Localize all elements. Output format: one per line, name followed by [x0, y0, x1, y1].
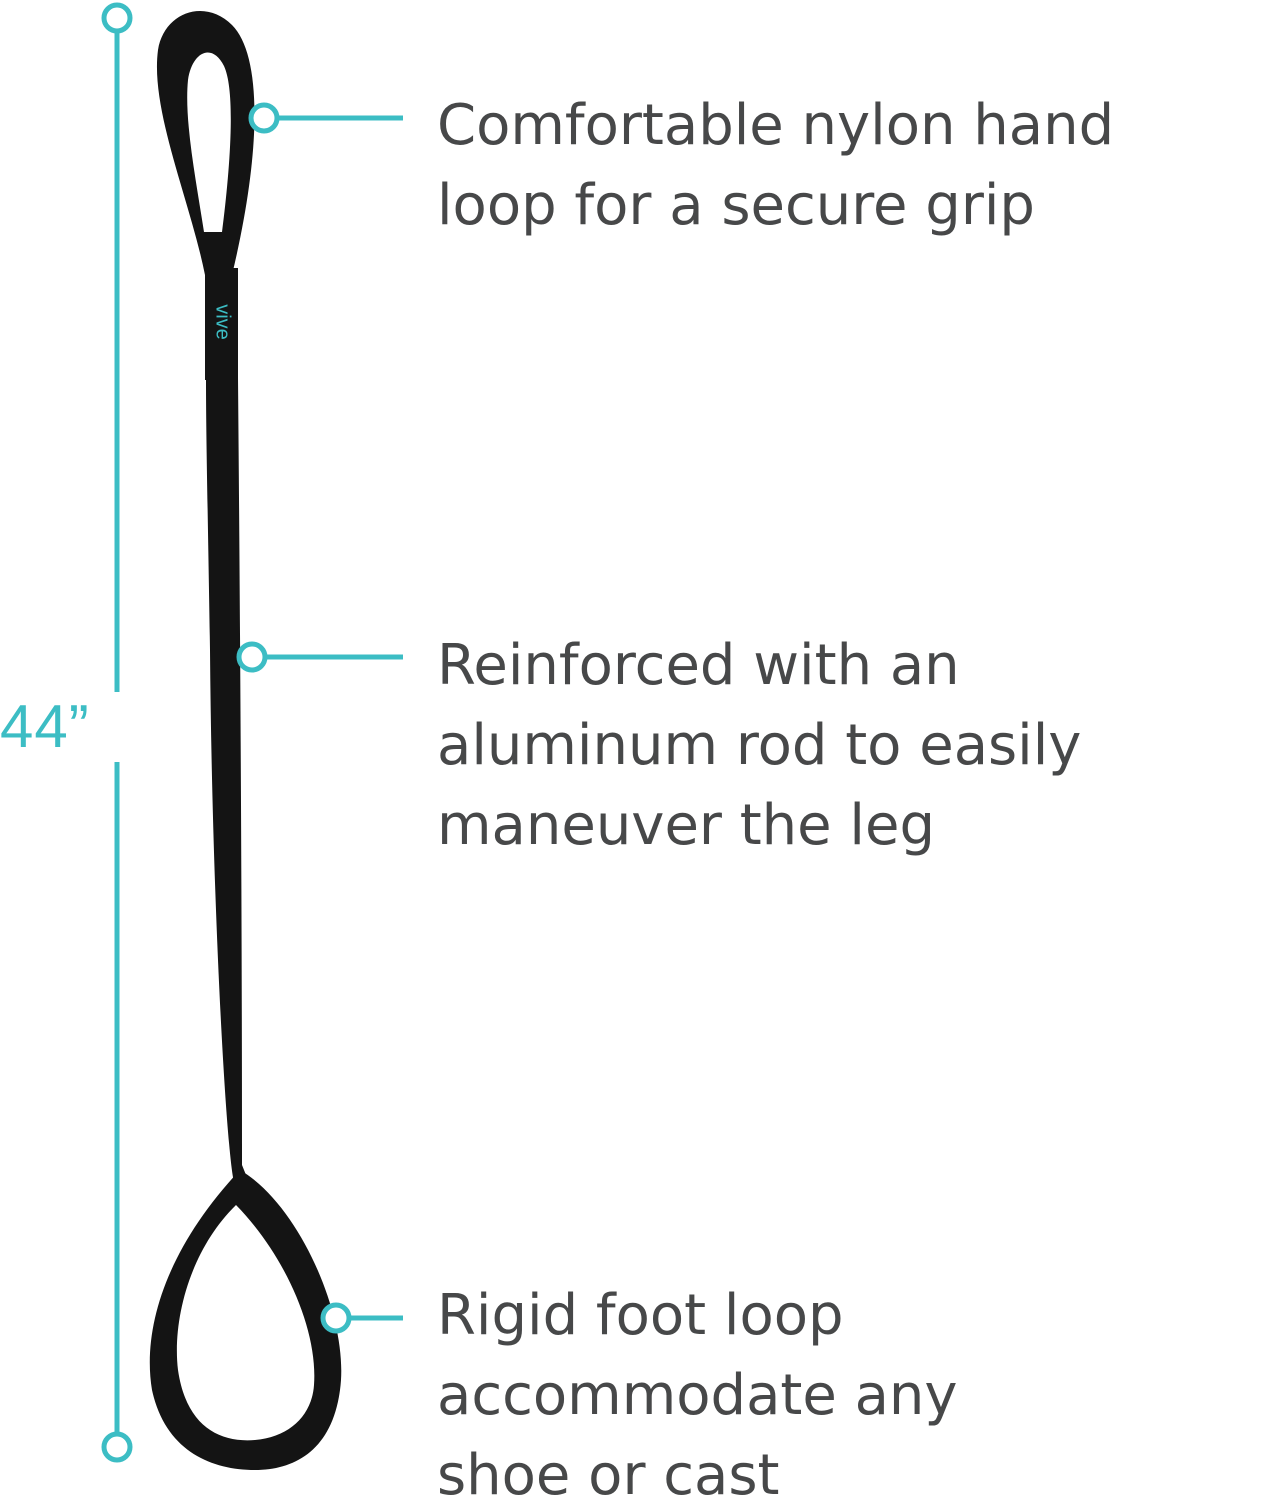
dimension-top-dot: [101, 2, 133, 34]
callout-aluminum-rod: Reinforced with an aluminum rod to easil…: [437, 626, 1257, 866]
callout-line: accommodate any: [437, 1363, 958, 1428]
dimension-bottom-dot: [101, 1431, 133, 1463]
callout-line: Rigid foot loop: [437, 1283, 844, 1348]
callout-line: Comfortable nylon hand: [437, 93, 1115, 158]
callout-line: Reinforced with an: [437, 633, 960, 698]
callout-hand-loop: Comfortable nylon hand loop for a secure…: [437, 86, 1257, 246]
callout-line: loop for a secure grip: [437, 173, 1035, 238]
callout-connector-2: [236, 641, 403, 673]
length-dimension-label: 44”: [0, 692, 120, 762]
leg-lifter-strap: vive: [149, 10, 342, 1470]
callout-foot-loop: Rigid foot loop accommodate any shoe or …: [437, 1276, 1257, 1500]
hand-loop: [156, 10, 255, 275]
foot-loop: [149, 1170, 342, 1470]
callout-line: shoe or cast: [437, 1443, 780, 1500]
strap-shaft: [206, 378, 248, 1182]
callout-line: aluminum rod to easily: [437, 713, 1082, 778]
vive-logo: vive: [212, 304, 234, 340]
callout-connector-3: [320, 1302, 403, 1334]
callout-line: maneuver the leg: [437, 793, 935, 858]
callout-connector-1: [248, 102, 403, 134]
brand-patch: [205, 268, 238, 380]
